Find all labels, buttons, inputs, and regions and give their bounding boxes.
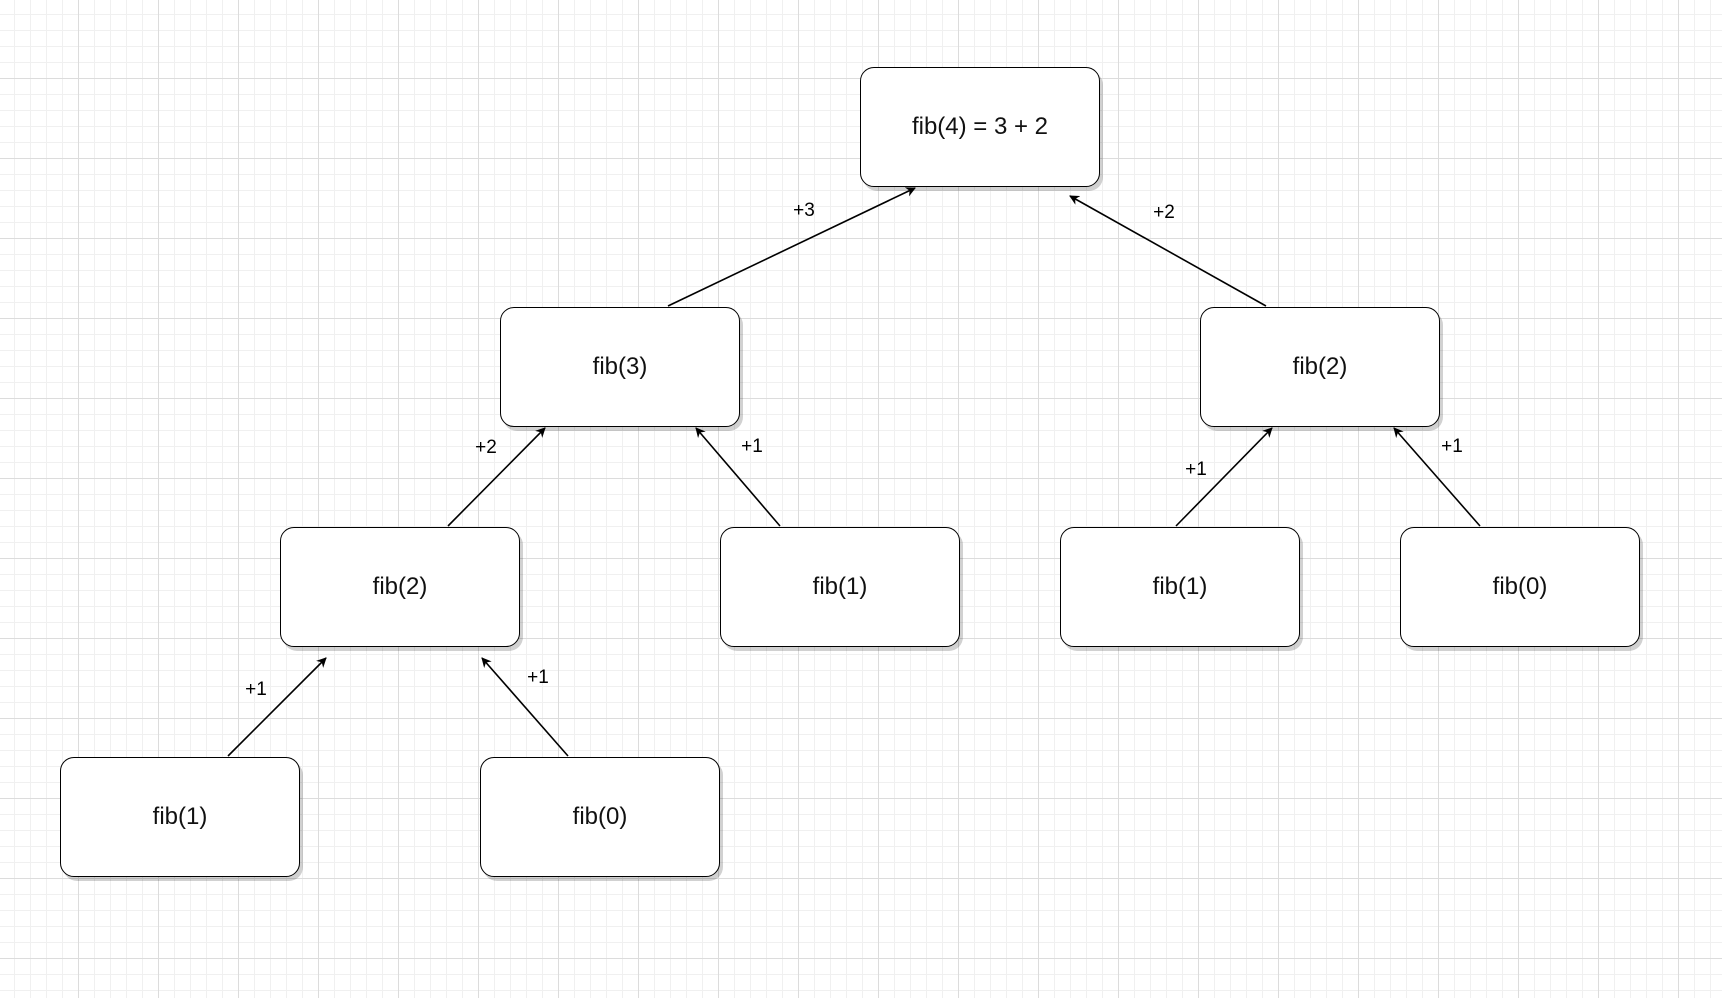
node-fib1-bottom[interactable]: fib(1) <box>60 757 300 877</box>
node-label: fib(0) <box>572 803 628 830</box>
node-fib2-left[interactable]: fib(2) <box>280 527 520 647</box>
node-fib1-mid[interactable]: fib(1) <box>720 527 960 647</box>
edge-e2[interactable] <box>1069 195 1267 307</box>
node-fib0-right[interactable]: fib(0) <box>1400 527 1640 647</box>
edge-e2l[interactable] <box>447 427 546 527</box>
edge-label-e1a: +1 <box>741 436 763 457</box>
edge-label-e3: +3 <box>793 200 815 221</box>
node-label: fib(2) <box>372 573 428 600</box>
edge-label-e2l: +2 <box>475 437 497 458</box>
edge-label-e0c: +1 <box>527 667 549 688</box>
edge-e1b[interactable] <box>1175 427 1273 527</box>
edge-e3[interactable] <box>667 187 916 307</box>
edge-label-e0b: +1 <box>1441 436 1463 457</box>
node-fib3[interactable]: fib(3) <box>500 307 740 427</box>
edge-e1c[interactable] <box>227 657 327 757</box>
node-label: fib(4) = 3 + 2 <box>911 113 1049 140</box>
node-fib0-bottom[interactable]: fib(0) <box>480 757 720 877</box>
edge-e0b[interactable] <box>1393 427 1481 527</box>
node-label: fib(2) <box>1292 353 1348 380</box>
node-label: fib(1) <box>1152 573 1208 600</box>
edge-e1a[interactable] <box>695 427 781 527</box>
node-label: fib(1) <box>812 573 868 600</box>
node-fib4[interactable]: fib(4) = 3 + 2 <box>860 67 1100 187</box>
node-fib2-right[interactable]: fib(2) <box>1200 307 1440 427</box>
node-label: fib(1) <box>152 803 208 830</box>
node-fib1-right[interactable]: fib(1) <box>1060 527 1300 647</box>
node-label: fib(3) <box>592 353 648 380</box>
node-label: fib(0) <box>1492 573 1548 600</box>
edge-label-e1c: +1 <box>245 679 267 700</box>
edge-label-e1b: +1 <box>1185 459 1207 480</box>
edge-label-e2: +2 <box>1153 202 1175 223</box>
edge-e0c[interactable] <box>481 657 569 757</box>
